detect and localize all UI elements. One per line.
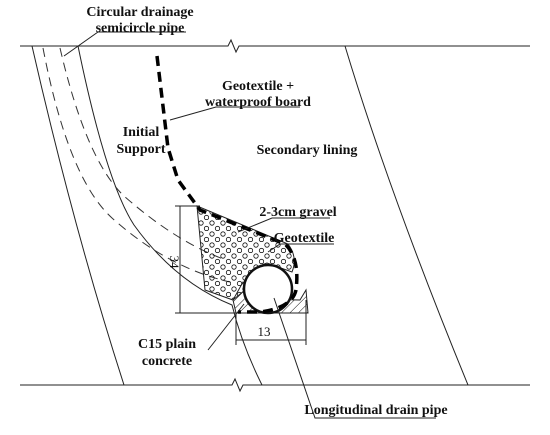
leader-geotextile-board xyxy=(169,106,300,121)
label-geotextile-board-line2: waterproof board xyxy=(205,95,311,110)
label-drainage-line1: Circular drainage xyxy=(86,5,193,20)
label-secondary-lining: Secondary lining xyxy=(257,143,358,158)
label-geotextile-board-line1: Geotextile + xyxy=(222,79,294,94)
label-drainage-line2: semicircle pipe xyxy=(96,21,185,36)
label-geotextile: Geotextile xyxy=(274,231,335,246)
circular-drainage-pipe-dashed xyxy=(42,47,231,283)
initial-support-inner-line xyxy=(77,45,263,386)
label-gravel: 2-3cm gravel xyxy=(259,205,336,220)
leader-geotextile xyxy=(267,243,334,253)
secondary-lining-boundary xyxy=(344,45,469,386)
leader-drainage xyxy=(63,31,186,57)
dim-width-label: 13 xyxy=(258,324,271,339)
label-c15-line1: C15 plain xyxy=(138,337,196,352)
bottom-boundary-line xyxy=(20,377,530,393)
label-longitudinal-pipe: Longitudinal drain pipe xyxy=(304,403,447,418)
leader-longitudinal-pipe xyxy=(273,297,436,419)
circular-drainage-pipe-dashed xyxy=(59,47,227,261)
label-initial-support-line1: Initial xyxy=(123,125,160,140)
label-c15-line2: concrete xyxy=(142,354,192,369)
dim-height-label: 34 xyxy=(167,256,182,270)
initial-support-outer-line xyxy=(31,45,125,386)
leader-c15 xyxy=(207,303,245,351)
top-boundary-line xyxy=(20,38,530,54)
leader-gravel xyxy=(237,217,330,233)
longitudinal-drain-pipe xyxy=(242,263,294,315)
label-initial-support-line2: Support xyxy=(116,142,165,157)
